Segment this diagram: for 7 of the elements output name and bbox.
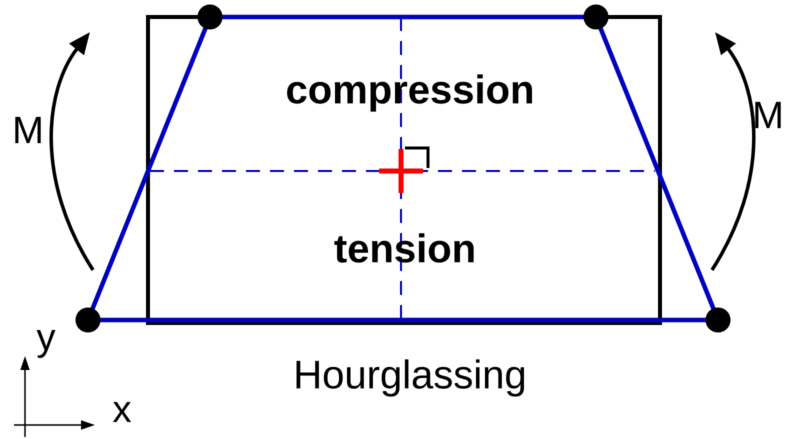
caption: Hourglassing	[296, 359, 524, 397]
region-label: compression	[287, 74, 532, 112]
region-label: tension	[334, 233, 474, 263]
moment-label: M	[15, 116, 41, 144]
axis-label: x	[112, 402, 132, 422]
moment-label: M	[755, 102, 781, 128]
axis-label: y	[36, 330, 56, 358]
